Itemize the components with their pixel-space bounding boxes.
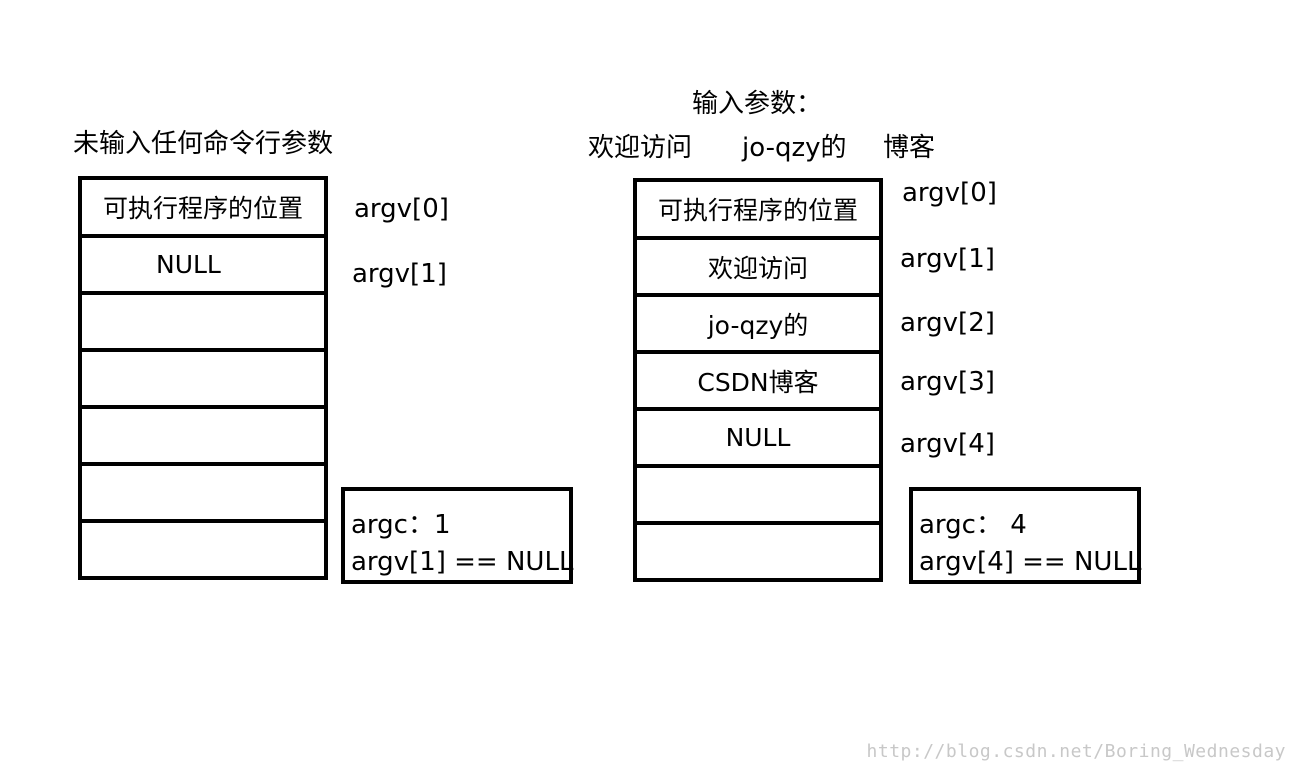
left-argv-label-1: argv[1] <box>352 259 447 289</box>
right-argv-label-4: argv[4] <box>900 429 995 459</box>
right-arg-2: jo-qzy的 <box>742 133 847 163</box>
left-cell-0: 可执行程序的位置 <box>78 176 328 238</box>
right-cell-4: NULL <box>633 407 883 468</box>
right-cell-5 <box>633 464 883 525</box>
left-argv-label-0: argv[0] <box>354 194 449 224</box>
left-cell-6 <box>78 519 328 580</box>
right-cell-0: 可执行程序的位置 <box>633 178 883 240</box>
right-argv-stack: 可执行程序的位置 欢迎访问 jo-qzy的 CSDN博客 NULL <box>633 178 883 582</box>
left-cell-4 <box>78 405 328 466</box>
left-null-check-text: argv[1] == NULL <box>351 547 574 577</box>
left-cell-5 <box>78 462 328 523</box>
right-info-box: argc： 4 argv[4] == NULL <box>909 487 1141 584</box>
watermark: http://blog.csdn.net/Boring_Wednesday <box>866 741 1286 762</box>
right-arg-3: 博客 <box>883 133 936 163</box>
right-header: 输入参数： <box>692 89 823 119</box>
right-cell-2: jo-qzy的 <box>633 293 883 354</box>
right-arg-1: 欢迎访问 <box>588 133 693 163</box>
right-argv-label-0: argv[0] <box>902 178 997 208</box>
left-argv-stack: 可执行程序的位置 NULL <box>78 176 328 580</box>
right-argv-label-3: argv[3] <box>900 367 995 397</box>
right-argc-text: argc： 4 <box>919 510 1027 540</box>
right-cell-1: 欢迎访问 <box>633 236 883 297</box>
right-null-check-text: argv[4] == NULL <box>919 547 1142 577</box>
left-cell-2 <box>78 291 328 352</box>
left-title: 未输入任何命令行参数 <box>73 129 334 159</box>
left-cell-3 <box>78 348 328 409</box>
right-cell-6 <box>633 521 883 582</box>
left-argc-text: argc：1 <box>351 510 451 540</box>
right-argv-label-2: argv[2] <box>900 308 995 338</box>
right-cell-3: CSDN博客 <box>633 350 883 411</box>
left-info-box: argc：1 argv[1] == NULL <box>341 487 573 584</box>
right-argv-label-1: argv[1] <box>900 244 995 274</box>
left-cell-1: NULL <box>78 234 328 295</box>
